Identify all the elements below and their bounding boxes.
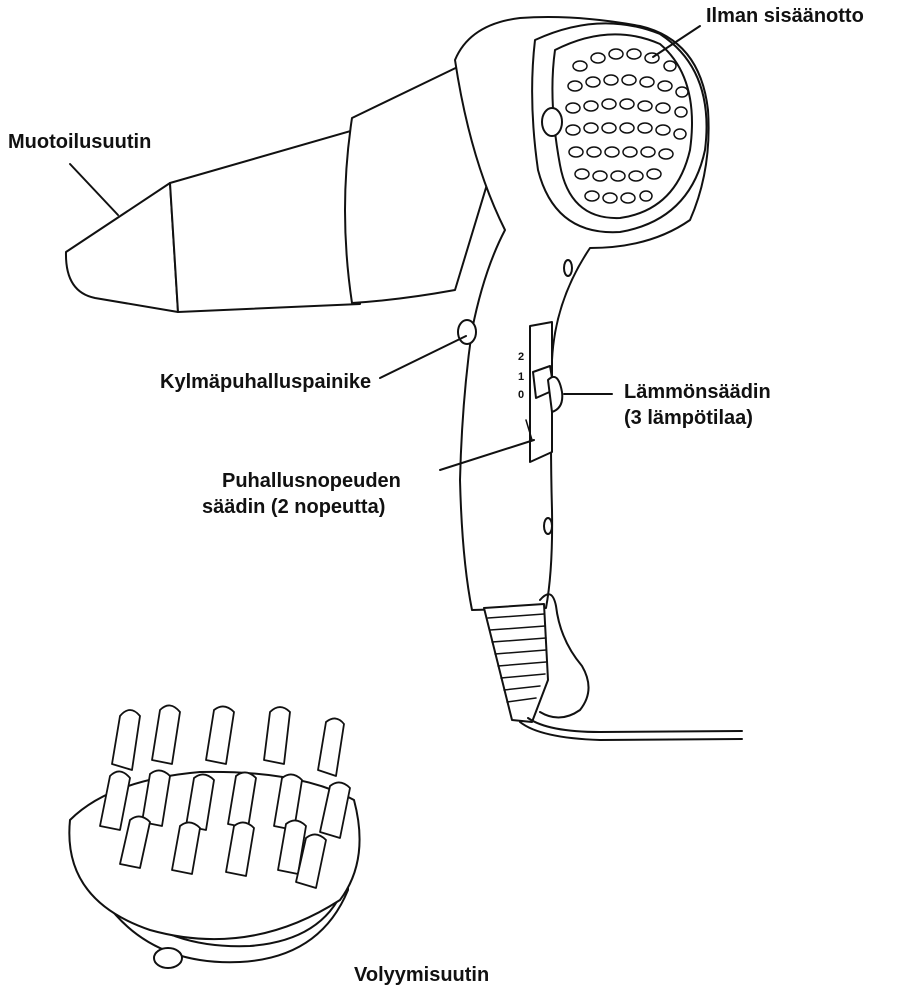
vent-slot [564, 260, 572, 276]
diffuser-attachment [69, 705, 359, 968]
label-heat-control-1: Lämmönsäädin [624, 380, 771, 405]
cool-shot-button [458, 320, 476, 344]
label-heat-control-2: (3 lämpötilaa) [624, 406, 753, 431]
switch-mark-2: 2 [518, 351, 524, 363]
label-cool-shot-button: Kylmäpuhalluspainike [160, 370, 371, 395]
switch-mark-1: 1 [518, 371, 524, 383]
label-air-intake: Ilman sisäänotto [706, 4, 864, 29]
side-button [542, 108, 562, 136]
label-styling-nozzle: Muotoilusuutin [8, 130, 151, 155]
label-speed-control-1: Puhallusnopeuden [222, 469, 401, 494]
label-diffuser: Volyymisuutin [354, 963, 489, 988]
switch-mark-0: 0 [518, 389, 524, 401]
label-speed-control-2: säädin (2 nopeutta) [202, 495, 385, 520]
strain-relief [484, 604, 548, 722]
handle-slot [544, 518, 552, 534]
